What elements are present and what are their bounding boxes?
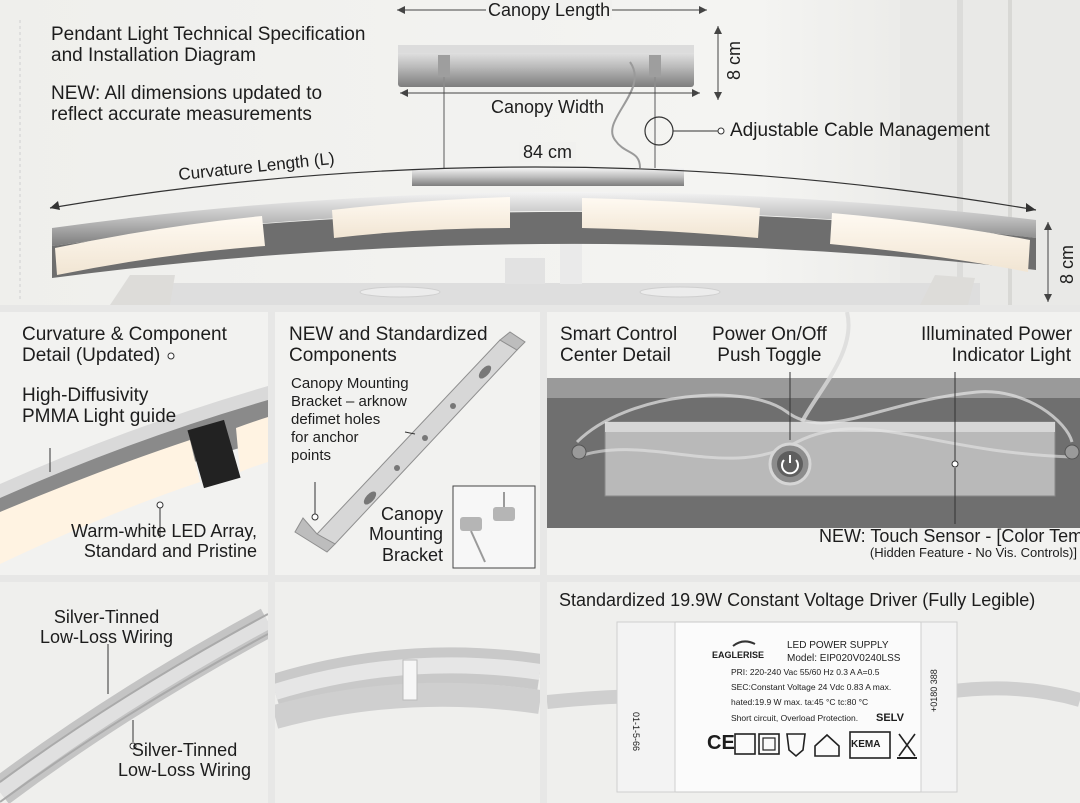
driver-model: Model: EIP020V0240LSS	[787, 653, 901, 664]
mounting-bracket-illustration	[294, 331, 536, 569]
canopy-width-label: Canopy Width	[491, 97, 605, 117]
wiring-panel: Silver-Tinned Low-Loss Wiring Silver-Tin…	[0, 582, 268, 803]
driver-protection: Short circuit, Overload Protection.	[731, 713, 859, 723]
cable-closeup-illustration	[275, 647, 540, 729]
curvature-illustration	[0, 352, 268, 564]
curvature-detail-panel: Curvature & Component Detail (Updated) H…	[0, 312, 268, 575]
pendant-light-illustration	[0, 0, 1080, 305]
wiring-label-bottom: Silver-Tinned Low-Loss Wiring	[118, 740, 252, 781]
cable-closeup-panel	[275, 582, 540, 803]
components-panel: NEW and Standardized Components Canopy M…	[275, 312, 540, 575]
driver-rated: hated:19.9 W max. ta:45 °C tc:80 °C	[731, 697, 869, 707]
driver-sec: SEC:Constant Voltage 24 Vdc 0.83 A max.	[731, 682, 892, 692]
driver-illustration	[547, 621, 1080, 793]
driver-side-code-right: +0180 388	[929, 669, 939, 712]
hero-title: Pendant Light Technical Specification an…	[51, 24, 366, 67]
curvature-title: Curvature & Component Detail (Updated)	[22, 324, 227, 367]
bracket-note: Canopy Mounting Bracket – arknow defimet…	[291, 375, 409, 464]
hero-diagram-panel: Pendant Light Technical Specification an…	[0, 0, 1080, 305]
total-length-label: 84 cm	[519, 142, 577, 163]
driver-side-code: 01-1-5-66	[631, 712, 641, 752]
indicator-light-label: Illuminated Power Indicator Light	[921, 324, 1073, 367]
driver-brand: EAGLERISE	[712, 650, 765, 660]
led-array-label: Warm-white LED Array, Standard and Prist…	[71, 521, 258, 562]
wiring-label-top: Silver-Tinned Low-Loss Wiring	[40, 607, 174, 648]
driver-title: Standardized 19.9W Constant Voltage Driv…	[559, 590, 1036, 610]
bar-height-label: 8 cm	[1057, 244, 1077, 284]
smart-control-panel: Smart Control Center Detail Power On/Off…	[547, 312, 1080, 575]
control-title: Smart Control Center Detail	[560, 324, 678, 367]
components-title: NEW and Standardized Components	[289, 324, 488, 367]
power-toggle-label: Power On/Off Push Toggle	[712, 324, 827, 367]
driver-heading: LED POWER SUPPLY	[787, 640, 889, 651]
control-box-illustration	[547, 312, 1080, 528]
wiring-illustration	[0, 608, 268, 803]
canopy-length-label: Canopy Length	[486, 0, 613, 21]
bracket-label: Canopy Mounting Bracket	[368, 504, 443, 565]
canopy-height-label: 8 cm	[724, 40, 744, 80]
cable-management-label: Adjustable Cable Management	[730, 120, 990, 141]
hero-update-note: NEW: All dimensions updated to reflect a…	[51, 83, 323, 126]
driver-pri: PRI: 220-240 Vac 55/60 Hz 0.3 A A=0.5	[731, 667, 880, 677]
driver-panel: Standardized 19.9W Constant Voltage Driv…	[547, 582, 1080, 803]
driver-selv: SELV	[876, 712, 904, 724]
touch-sensor-label: NEW: Touch Sensor - [Color Temp. (Hidden…	[819, 526, 1080, 561]
kema-mark: KEMA	[851, 739, 881, 750]
light-guide-label: High-Diffusivity PMMA Light guide	[22, 385, 177, 428]
ce-mark: CE	[707, 732, 735, 754]
